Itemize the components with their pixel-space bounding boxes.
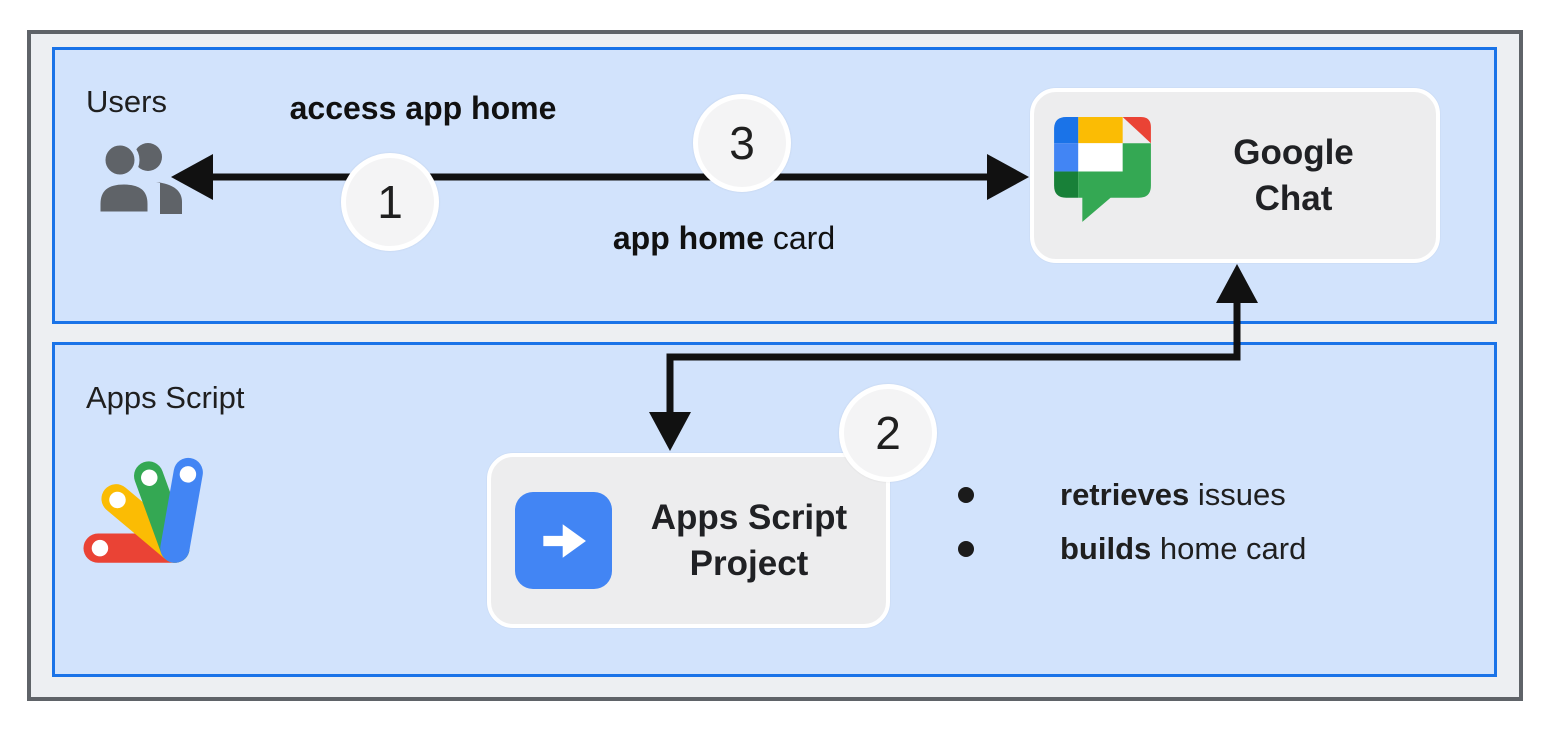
response-arrow-label: app home card: [578, 220, 870, 257]
google-chat-logo: [1054, 117, 1151, 222]
step-1-number: 1: [377, 176, 403, 228]
response-arrow-label-bold: app home: [612, 220, 764, 256]
step-1-badge: 1: [341, 153, 439, 251]
google-chat-label-line1: Google: [1233, 132, 1354, 172]
bullet-text: builds home card: [1060, 531, 1307, 566]
bullet-icon: [958, 487, 974, 503]
apps-script-section-label: Apps Script: [86, 380, 245, 415]
arrow-right-icon: [542, 523, 586, 558]
list-item: builds home card: [958, 522, 1306, 576]
step-2-number: 2: [875, 407, 901, 459]
request-arrow-label-bold: access app home: [289, 90, 557, 126]
google-chat-label-line2: Chat: [1254, 178, 1333, 218]
google-chat-node: Google Chat: [1030, 88, 1440, 263]
apps-script-project-node: Apps Script Project: [487, 453, 890, 628]
step-2-badge: 2: [839, 384, 937, 482]
apps-script-project-label: Apps Script Project: [612, 495, 886, 587]
bullet-icon: [958, 541, 974, 557]
bullet-text: retrieves issues: [1060, 477, 1286, 512]
request-arrow-label: access app home: [258, 90, 588, 127]
google-chat-node-label: Google Chat: [1151, 130, 1436, 222]
step-3-number: 3: [729, 117, 755, 169]
apps-script-project-label-line1: Apps Script: [650, 497, 848, 537]
users-section-label: Users: [86, 84, 167, 119]
project-actions-list: retrieves issues builds home card: [958, 468, 1306, 576]
project-icon-tile: [515, 492, 612, 589]
step-3-badge: 3: [693, 94, 791, 192]
apps-script-project-label-line2: Project: [689, 543, 809, 583]
list-item: retrieves issues: [958, 468, 1306, 522]
response-arrow-label-rest: card: [763, 220, 836, 256]
